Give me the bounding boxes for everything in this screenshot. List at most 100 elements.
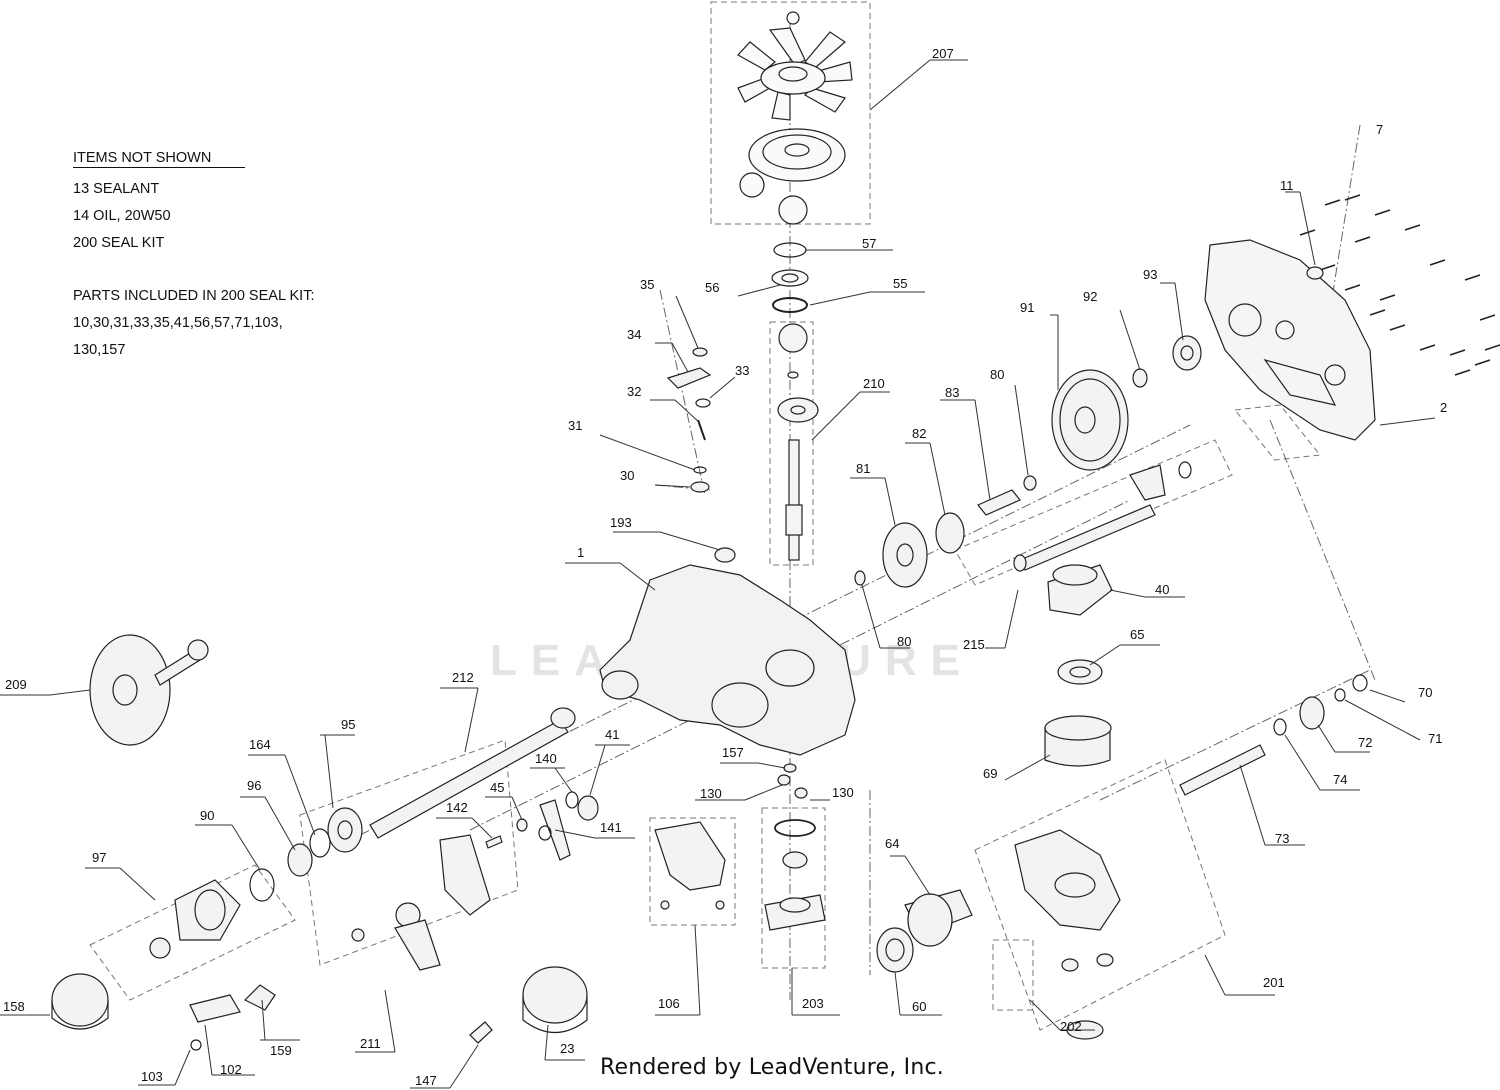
part-130 xyxy=(777,774,791,786)
callout-97: 97 xyxy=(92,850,106,865)
gear-82 xyxy=(935,512,965,554)
callout-31: 31 xyxy=(568,418,582,433)
washer-45 xyxy=(516,818,528,832)
callout-71: 71 xyxy=(1428,731,1442,746)
callout-202: 202 xyxy=(1060,1019,1082,1034)
notes-line: 200 SEAL KIT xyxy=(73,234,165,251)
callout-2: 2 xyxy=(1440,400,1447,415)
callout-212: 212 xyxy=(452,670,474,685)
callout-130: 130 xyxy=(700,786,722,801)
callout-142: 142 xyxy=(446,800,468,815)
motor-parts xyxy=(876,659,1112,973)
input-shaft-assembly xyxy=(777,323,819,561)
group-box-106 xyxy=(649,817,736,926)
group-box-210 xyxy=(769,321,814,566)
fan-nut xyxy=(786,11,800,25)
notes-line: 10,30,31,33,35,41,56,57,71,103, xyxy=(73,314,283,331)
notes-line: 130,157 xyxy=(73,341,126,358)
callout-35: 35 xyxy=(640,277,654,292)
notes-header: ITEMS NOT SHOWN xyxy=(73,149,246,168)
bracket-106 xyxy=(654,821,726,910)
clip-103 xyxy=(190,1039,202,1051)
callout-82: 82 xyxy=(912,426,926,441)
leader-lines xyxy=(0,59,1436,1089)
callout-70: 70 xyxy=(1418,685,1432,700)
cover-bolts xyxy=(1299,194,1500,376)
callout-157: 157 xyxy=(722,745,744,760)
small-gear xyxy=(778,195,808,225)
group-box-2 xyxy=(1234,404,1321,461)
callout-159: 159 xyxy=(270,1043,292,1058)
render-credit: Rendered by LeadVenture, Inc. xyxy=(600,1055,944,1080)
control-small-parts xyxy=(666,347,712,493)
callout-72: 72 xyxy=(1358,735,1372,750)
callout-80: 80 xyxy=(990,367,1004,382)
callout-33: 33 xyxy=(735,363,749,378)
shaft-215 xyxy=(1019,504,1156,571)
callout-40: 40 xyxy=(1155,582,1169,597)
callout-147: 147 xyxy=(415,1073,437,1088)
callout-7: 7 xyxy=(1376,122,1383,137)
ring-70 xyxy=(1352,674,1368,692)
charge-pump-group xyxy=(764,819,826,931)
small-gear xyxy=(739,172,765,198)
callout-65: 65 xyxy=(1130,627,1144,642)
side-cover xyxy=(1204,239,1376,441)
callout-210: 210 xyxy=(863,376,885,391)
axle-212 xyxy=(369,719,569,839)
shift-shaft-group xyxy=(1013,461,1192,616)
part-157 xyxy=(783,763,797,773)
fork xyxy=(1129,464,1166,501)
ring-71 xyxy=(1334,688,1346,702)
callout-102: 102 xyxy=(220,1062,242,1077)
bolt-142 xyxy=(485,835,503,849)
callout-55: 55 xyxy=(893,276,907,291)
axis-lines xyxy=(359,20,1376,1000)
axle-assembly xyxy=(51,634,599,1051)
callout-34: 34 xyxy=(627,327,641,342)
callout-73: 73 xyxy=(1275,831,1289,846)
callout-23: 23 xyxy=(560,1041,574,1056)
part-130 xyxy=(794,787,808,799)
callout-201: 201 xyxy=(1263,975,1285,990)
callout-41: 41 xyxy=(605,727,619,742)
callout-141: 141 xyxy=(600,820,622,835)
callout-1: 1 xyxy=(577,545,584,560)
washer-140 xyxy=(565,791,579,809)
callout-45: 45 xyxy=(490,780,504,795)
pin-83 xyxy=(977,489,1021,516)
callout-64: 64 xyxy=(885,836,899,851)
part-11 xyxy=(1306,266,1324,280)
callout-74: 74 xyxy=(1333,772,1347,787)
group-boxes xyxy=(89,1,1321,1031)
washer-80 xyxy=(1023,475,1037,491)
seal-41 xyxy=(577,795,599,821)
callout-81: 81 xyxy=(856,461,870,476)
group-box-203 xyxy=(761,807,826,969)
callout-207: 207 xyxy=(932,46,954,61)
callout-209: 209 xyxy=(5,677,27,692)
callout-93: 93 xyxy=(1143,267,1157,282)
callout-91: 91 xyxy=(1020,300,1034,315)
ring-90 xyxy=(249,868,275,902)
notes-line: 14 OIL, 20W50 xyxy=(73,207,171,224)
callout-130b: 130 xyxy=(832,785,854,800)
callout-95: 95 xyxy=(341,717,355,732)
washer-164 xyxy=(309,828,331,858)
callout-80b: 80 xyxy=(897,634,911,649)
housing-1 xyxy=(599,564,856,756)
part-34 xyxy=(666,367,712,389)
main-housing xyxy=(599,547,856,799)
callout-69: 69 xyxy=(983,766,997,781)
group-box-201 xyxy=(974,759,1226,1031)
callout-11: 11 xyxy=(1280,178,1294,193)
group-box-215 xyxy=(954,439,1233,586)
gear xyxy=(778,323,808,353)
callout-164: 164 xyxy=(249,737,271,752)
bushing xyxy=(550,707,576,729)
callout-83: 83 xyxy=(945,385,959,400)
callout-32: 32 xyxy=(627,384,641,399)
callout-158: 158 xyxy=(3,999,25,1014)
group-box-202 xyxy=(992,939,1034,1011)
